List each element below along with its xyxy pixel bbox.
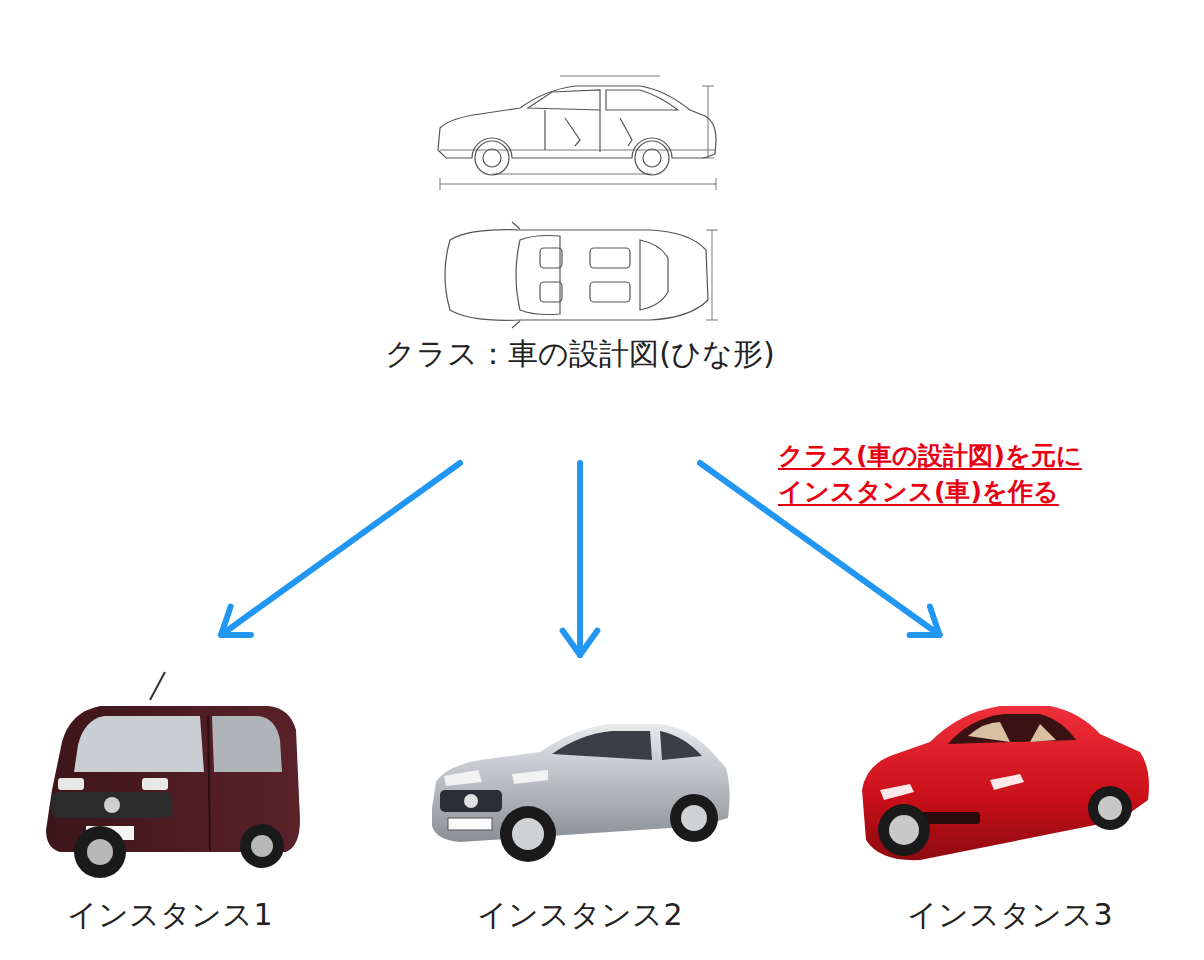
arrow-line [221, 463, 460, 635]
arrow-connector [221, 463, 460, 635]
blueprint-side-part [528, 90, 600, 110]
car-cube-part [142, 778, 168, 790]
car-sedan-part [552, 731, 652, 760]
blueprint-side-part [620, 118, 632, 146]
blueprint-side-part [560, 76, 660, 77]
arrow-line [577, 463, 583, 655]
car-sports-part [889, 815, 919, 845]
arrow-head [221, 607, 251, 635]
blueprint-side-part [599, 110, 600, 152]
car-sedan-part [464, 794, 478, 808]
car-sedan-part [512, 818, 544, 850]
blueprint-side-part [492, 174, 652, 175]
blueprint-top [445, 222, 718, 328]
blueprint-side-part [708, 86, 709, 158]
blueprint-side-part [635, 141, 669, 175]
blueprint-side-part [544, 110, 545, 150]
blueprint-side-part [483, 149, 501, 167]
blueprint-top-part [512, 321, 520, 328]
note-text: クラス(車の設計図)を元に インスタンス(車)を作る [778, 438, 1198, 511]
car-sedan-part [512, 770, 548, 784]
blueprint-side-part [565, 118, 580, 146]
blueprint-side-part [440, 178, 441, 190]
blueprint-side-part [606, 90, 678, 110]
car-cube-part [240, 824, 284, 868]
blueprint-side-part [475, 141, 509, 175]
car-cube-part [150, 672, 165, 700]
instance-box: インスタンス2 [420, 655, 740, 947]
car-sedan-part [440, 790, 502, 812]
car-sedan-part [681, 805, 707, 831]
car-sports-part [948, 714, 1076, 744]
instance-box: インスタンス1 [20, 635, 320, 947]
car-sports-part [862, 706, 1149, 860]
blueprint-top-part [445, 230, 708, 321]
car-cube-part [74, 716, 204, 772]
car-sports-part [880, 784, 914, 800]
blueprint-side [438, 76, 716, 190]
blueprint-side-part [716, 178, 717, 190]
car-sports [862, 706, 1149, 860]
blueprint-side-part [440, 150, 716, 151]
car-cube-part [74, 826, 126, 878]
car-cube-part [208, 716, 210, 850]
arrow-head [563, 631, 598, 655]
blueprint-top-part [706, 230, 718, 231]
car-sedan-part [500, 806, 556, 862]
car-cube-part [87, 839, 113, 865]
blueprint-side-part [702, 158, 714, 159]
instance-label: インスタンス1 [67, 896, 272, 934]
car-cube-part [212, 716, 282, 772]
blueprint-top-part [512, 222, 520, 229]
car-sports-part [1030, 724, 1056, 742]
car-cube-part [52, 792, 172, 818]
blueprint-side-part [440, 184, 716, 185]
car-cube [46, 672, 300, 878]
car-sports-part [878, 804, 930, 856]
car-sports-part [990, 774, 1024, 790]
arrow-head [910, 607, 940, 635]
blueprint-top-part [590, 282, 630, 302]
instance-label: インスタンス2 [477, 896, 682, 934]
car-sports-part [1098, 796, 1122, 820]
arrow-connector [563, 463, 598, 655]
car-sedan-part [670, 794, 718, 842]
blueprint-top-part [540, 282, 562, 302]
blueprint-top-part [540, 248, 562, 268]
class-label: クラス：車の設計図(ひな形) [385, 335, 774, 373]
class-label-box: クラス：車の設計図(ひな形) [330, 335, 830, 463]
blueprint-top-part [640, 240, 668, 310]
blueprint-top-part [516, 236, 560, 315]
car-cube-part [251, 835, 273, 857]
car-sedan-part [448, 818, 492, 830]
blueprint-side-part [643, 149, 661, 167]
car-sports-part [920, 812, 980, 824]
car-sports-part [968, 722, 1010, 742]
car-sports-part [1088, 786, 1132, 830]
car-cube-part [104, 797, 120, 813]
blueprint-top-part [590, 248, 630, 268]
car-sedan-part [432, 724, 730, 842]
car-sedan-part [660, 731, 702, 760]
blueprint-top-part [712, 230, 713, 320]
blueprint-side-part [438, 86, 716, 158]
car-cube-part [58, 778, 84, 790]
blueprint-top-part [706, 320, 718, 321]
instance-box: インスタンス3 [850, 635, 1170, 947]
instance-label: インスタンス3 [907, 896, 1112, 934]
car-sedan [432, 724, 730, 862]
car-sedan-part [444, 770, 482, 786]
blueprint-side-part [702, 86, 714, 87]
